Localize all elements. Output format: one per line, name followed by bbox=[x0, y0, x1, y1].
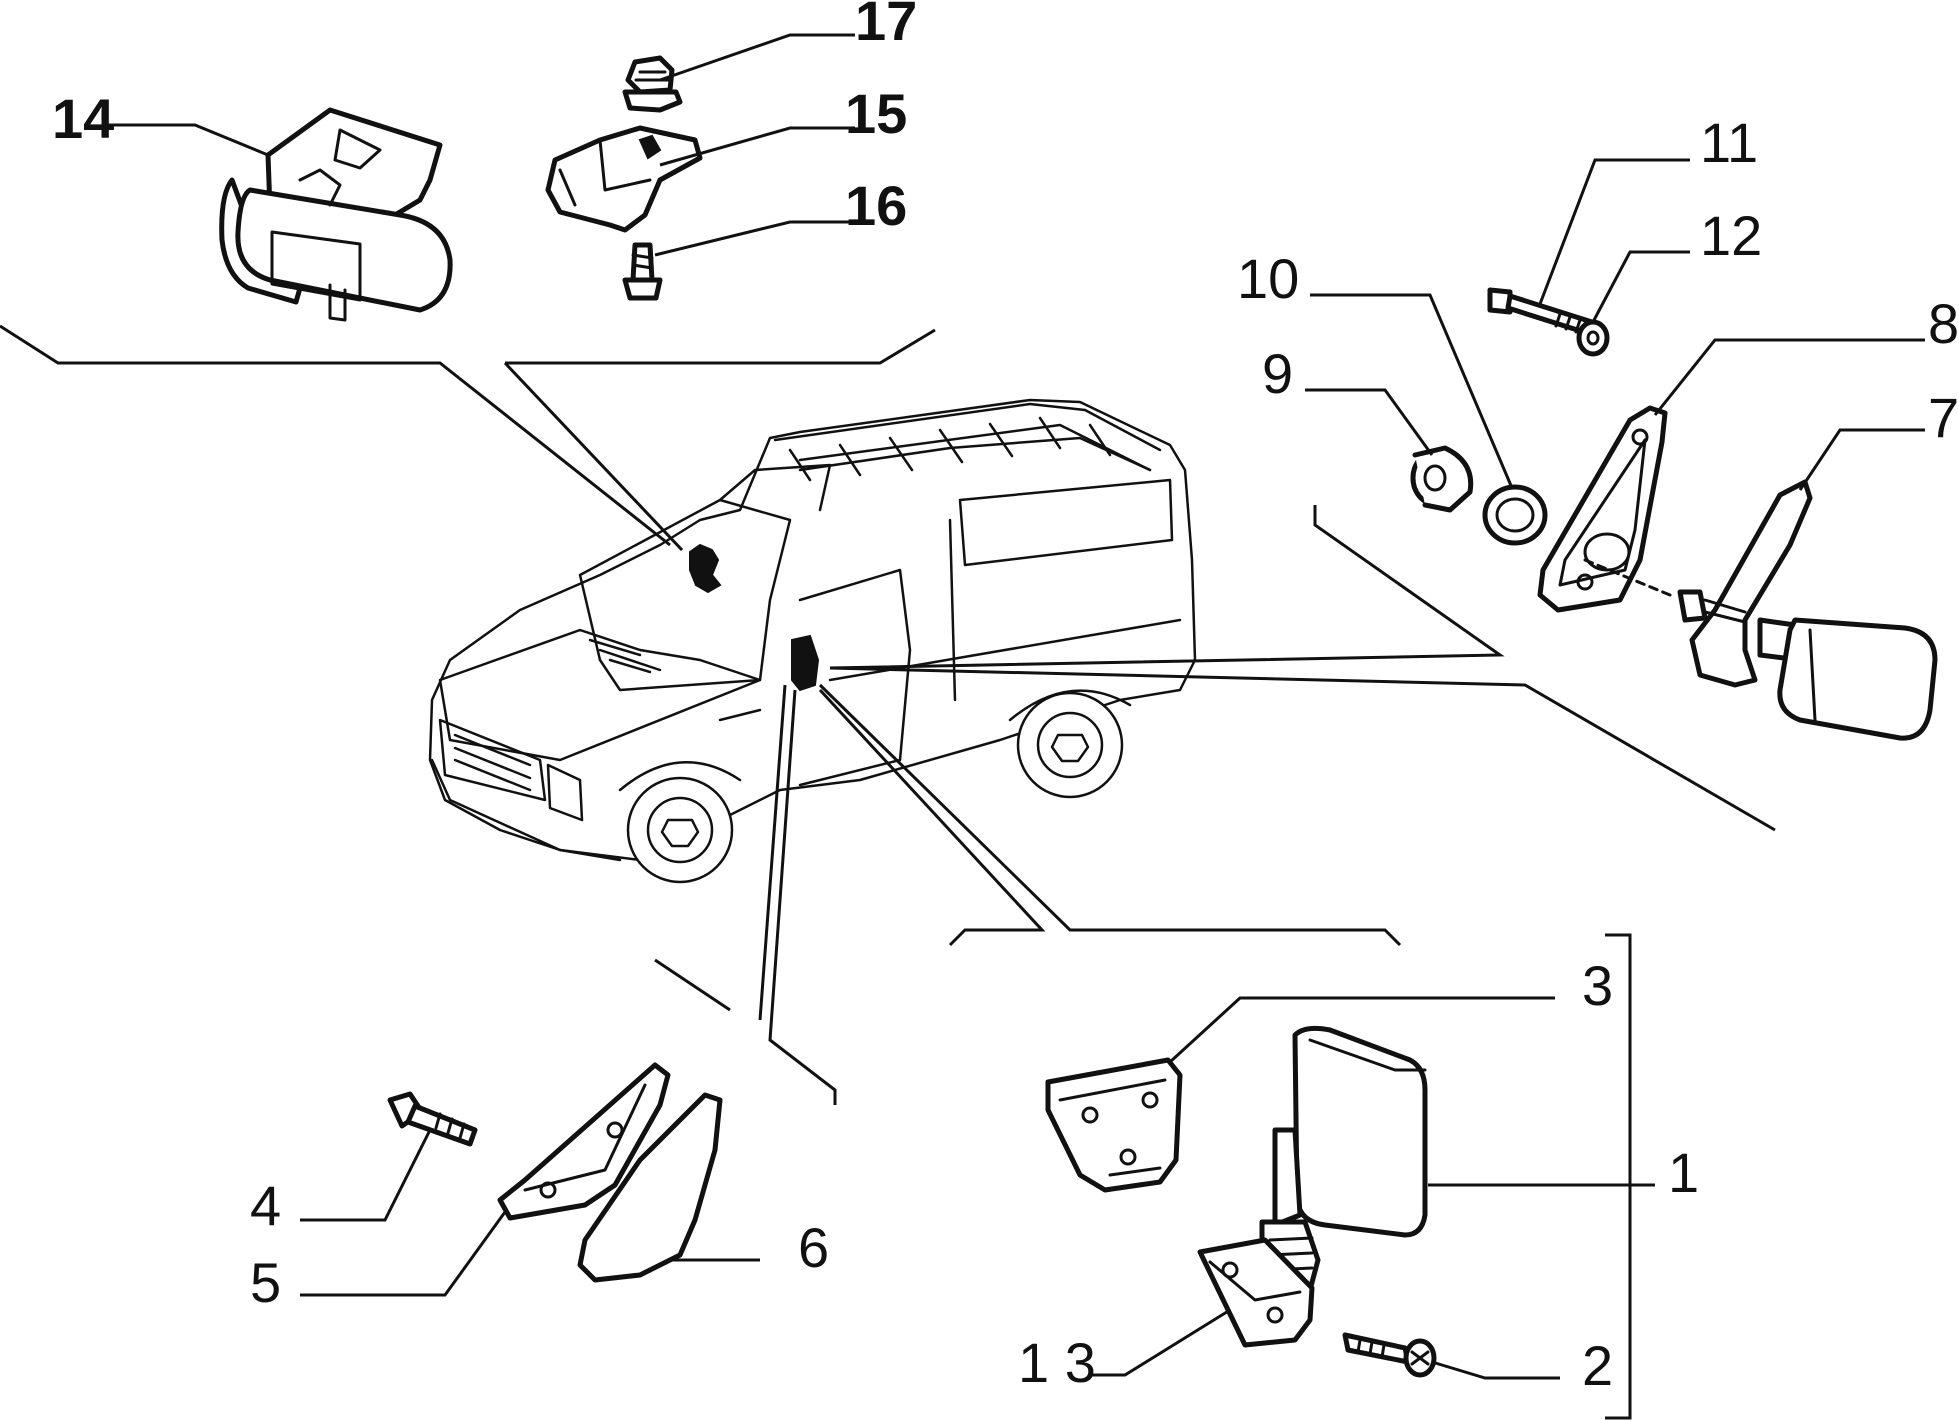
callout-12: 12 bbox=[1700, 204, 1762, 267]
part-13-mount-foot bbox=[1197, 1237, 1315, 1348]
part-3-base-plate bbox=[1045, 1057, 1183, 1193]
callout-13: 1 3 bbox=[1018, 1331, 1096, 1394]
part-15-bracket bbox=[545, 125, 703, 233]
interior-mirror-location-marker bbox=[689, 543, 722, 594]
callout-16: 16 bbox=[845, 174, 907, 237]
part-4-bolt bbox=[387, 1091, 478, 1147]
part-11-bolt bbox=[1487, 287, 1595, 337]
part-5-triangle-trim bbox=[497, 1062, 671, 1221]
callout-14: 14 bbox=[52, 87, 114, 150]
part-12-washer bbox=[1576, 319, 1610, 357]
callout-11: 11 bbox=[1700, 111, 1758, 174]
part-16-screw bbox=[622, 242, 663, 301]
part-7-exterior-mirror bbox=[1583, 479, 1938, 741]
callout-4: 4 bbox=[250, 1174, 281, 1237]
part-8-triangle-bracket bbox=[1537, 405, 1668, 613]
callout-8: 8 bbox=[1928, 292, 1959, 355]
part-10-grommet bbox=[1482, 484, 1548, 546]
assembly-lines bbox=[0, 324, 1776, 1105]
part-1-exterior-mirror bbox=[1259, 1025, 1428, 1298]
callout-9: 9 bbox=[1262, 342, 1293, 405]
part-6-triangle-cover bbox=[577, 1092, 723, 1283]
callout-17: 17 bbox=[855, 0, 917, 52]
callout-1: 1 bbox=[1668, 1141, 1699, 1204]
part-2-screw bbox=[1342, 1332, 1437, 1378]
callout-10: 10 bbox=[1237, 247, 1299, 310]
callout-labels: 14 17 15 16 11 12 10 9 8 7 3 1 1 3 2 4 5… bbox=[52, 0, 1959, 1397]
exterior-mirror-location-marker bbox=[791, 634, 820, 692]
part-9-grommet bbox=[1410, 445, 1474, 513]
part-14-mirror-mount bbox=[219, 107, 453, 322]
part-17-nut bbox=[622, 55, 683, 113]
callout-leaders bbox=[108, 33, 1925, 1420]
callout-7: 7 bbox=[1928, 386, 1959, 449]
callout-15: 15 bbox=[845, 82, 907, 145]
callout-5: 5 bbox=[250, 1251, 281, 1314]
callout-2: 2 bbox=[1582, 1334, 1613, 1397]
van-illustration bbox=[428, 398, 1197, 884]
callout-3: 3 bbox=[1582, 954, 1613, 1017]
callout-6: 6 bbox=[798, 1216, 829, 1279]
